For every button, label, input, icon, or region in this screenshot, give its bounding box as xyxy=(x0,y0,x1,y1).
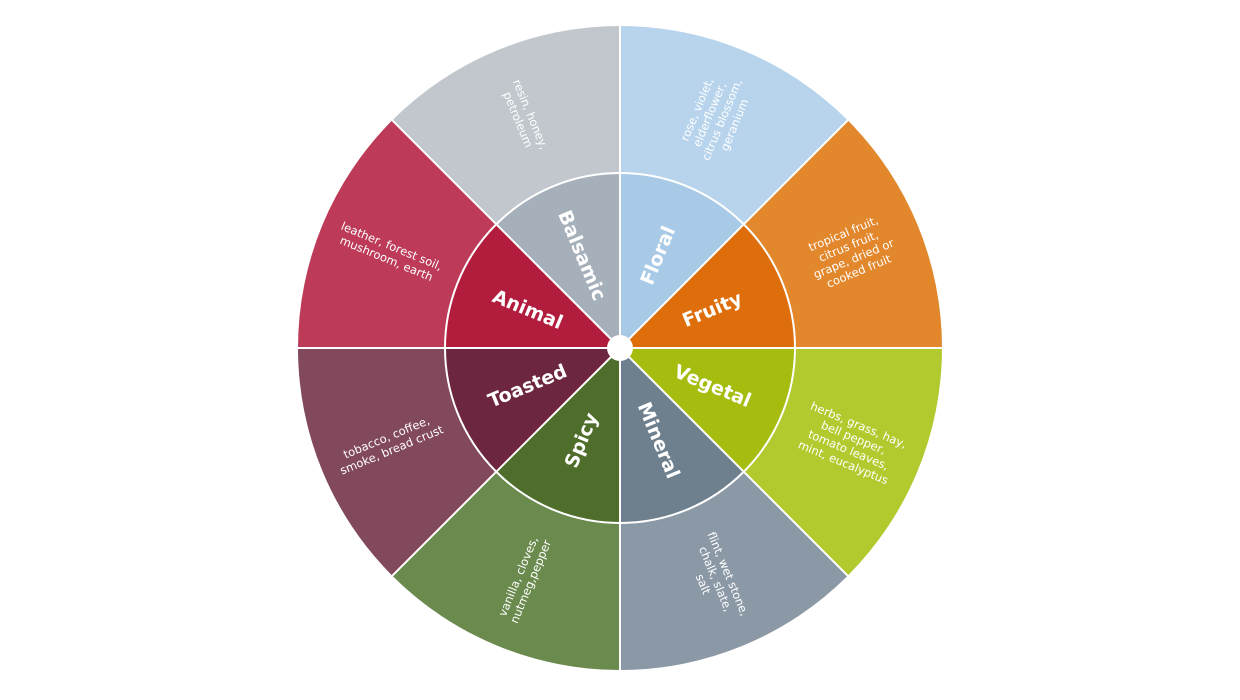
outer-segment-balsamic xyxy=(392,26,620,225)
inner-ring xyxy=(444,172,796,524)
divider-line xyxy=(619,347,849,577)
inner-segment-spicy xyxy=(496,348,620,523)
inner-segment-fruity xyxy=(620,224,795,348)
outer-segment-spicy xyxy=(392,471,620,670)
inner-segment-toasted xyxy=(445,348,620,472)
outer-segment-mineral xyxy=(620,471,848,670)
outer-segment-floral xyxy=(620,26,848,225)
outer-segment-animal xyxy=(298,120,497,348)
inner-segment-mineral xyxy=(620,348,744,524)
outer-segment-toasted xyxy=(298,348,497,576)
divider-lines xyxy=(298,26,942,670)
divider-line xyxy=(391,347,621,577)
segments-layer xyxy=(298,26,942,670)
inner-segment-floral xyxy=(620,173,744,348)
inner-segment-animal xyxy=(445,224,620,348)
inner-segment-balsamic xyxy=(496,173,620,348)
outer-segment-fruity xyxy=(743,120,942,348)
divider-line xyxy=(619,119,849,349)
outer-segment-vegetal xyxy=(743,348,942,576)
inner-segment-vegetal xyxy=(620,348,795,472)
divider-line xyxy=(391,119,621,349)
center-hub xyxy=(607,335,633,361)
